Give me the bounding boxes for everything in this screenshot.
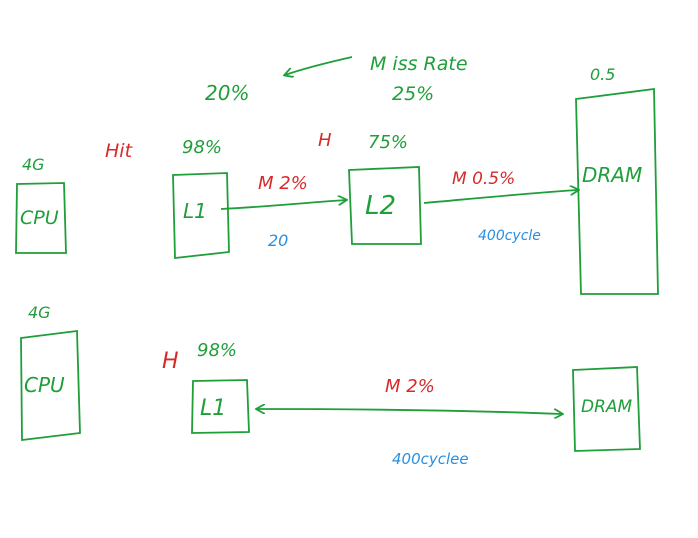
- bottom-cpu-freq: 4G: [28, 303, 51, 322]
- top-l1-to-l2-latency: 20: [268, 231, 288, 250]
- bottom-l1-box: [191, 379, 250, 434]
- bottom-l1-hit: 98%: [197, 340, 237, 361]
- bottom-h-label: H: [162, 349, 179, 374]
- top-l1-hit: 98%: [182, 137, 222, 158]
- top-l2-to-dram-latency: 400cycle: [478, 228, 541, 244]
- top-l1-label: L1: [183, 199, 207, 223]
- bottom-cpu-box: [20, 329, 81, 442]
- top-dram-label: DRAM: [582, 163, 642, 187]
- bottom-l1-dram-arrow: [257, 409, 562, 414]
- top-cpu-box: [15, 182, 67, 254]
- top-cpu-freq: 4G: [22, 155, 45, 174]
- top-l1-to-l2-arrow: [220, 200, 346, 210]
- top-l2-to-dram-miss: M 0.5%: [452, 169, 515, 189]
- derived-rate-label: 20%: [205, 81, 249, 105]
- top-l2-hit: 75%: [368, 132, 408, 153]
- top-l1-box: [172, 172, 230, 260]
- top-cpu-label: CPU: [20, 207, 59, 229]
- top-l1-to-l2-miss: M 2%: [258, 173, 308, 194]
- miss-rate-arrow: [285, 56, 353, 75]
- bottom-l1-label: L1: [200, 396, 226, 421]
- bottom-dram-label: DRAM: [581, 397, 633, 417]
- top-dram-box: [575, 87, 659, 295]
- bottom-cpu-label: CPU: [24, 373, 65, 397]
- miss-rate-value: 25%: [392, 83, 434, 105]
- bottom-dram-box: [572, 366, 641, 452]
- bottom-l1-to-dram-latency: 400cyclee: [392, 450, 469, 468]
- top-dram-value: 0.5: [590, 65, 615, 84]
- top-hit-label: Hit: [105, 140, 134, 162]
- bottom-l1-to-dram-miss: M 2%: [385, 376, 435, 397]
- top-l2-box: [348, 166, 422, 245]
- miss-rate-label: M iss Rate: [370, 53, 468, 75]
- top-l2-label: L2: [365, 191, 396, 221]
- top-l2-h: H: [318, 130, 332, 151]
- top-l2-to-dram-arrow: [423, 190, 578, 204]
